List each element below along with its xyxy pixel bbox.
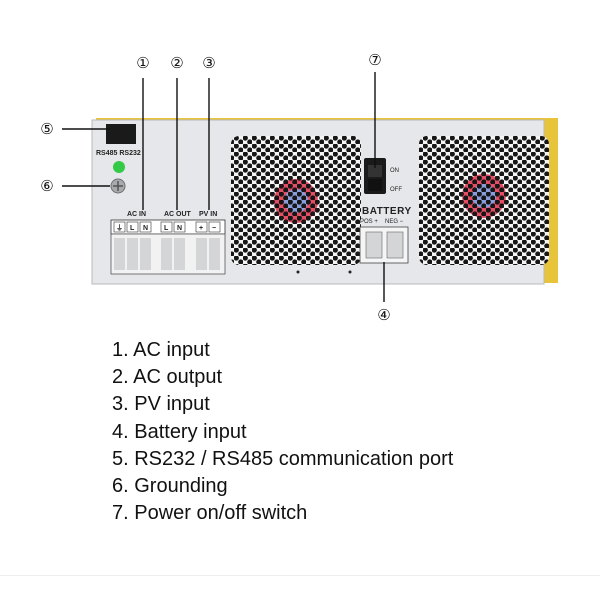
callout-4: ④	[377, 306, 390, 324]
power-switch	[364, 158, 386, 194]
callout-5: ⑤	[40, 120, 53, 138]
panel-dot	[348, 270, 352, 274]
battery-connector	[359, 226, 409, 264]
cooling-fan-left	[231, 136, 361, 265]
component-legend: 1. AC input 2. AC output 3. PV input 4. …	[112, 337, 453, 527]
battery-neg-label: NEG −	[385, 219, 404, 225]
comm-port-label: RS485 RS232	[96, 150, 141, 157]
terminal-ground-symbol: ⏚	[116, 224, 123, 232]
pv-in-label: PV IN	[199, 211, 217, 218]
terminal-pv-minus: −	[212, 225, 216, 232]
legend-item-battery-input: 4. Battery input	[112, 420, 247, 443]
terminal-ac-out-l: L	[164, 225, 169, 232]
legend-item-pv-input: 3. PV input	[112, 393, 210, 416]
callout-1: ①	[136, 54, 149, 72]
cooling-fan-right	[419, 136, 549, 265]
legend-item-grounding: 6. Grounding	[112, 475, 228, 498]
callout-2: ②	[170, 54, 183, 72]
status-led	[113, 161, 125, 173]
terminal-pv-plus: +	[199, 225, 203, 232]
legend-item-ac-output: 2. AC output	[112, 366, 223, 389]
battery-label: BATTERY	[362, 206, 412, 217]
grounding-screw	[110, 178, 126, 194]
terminal-ac-in-n: N	[143, 225, 148, 232]
callout-7: ⑦	[368, 51, 381, 69]
callout-6: ⑥	[40, 177, 53, 195]
terminal-block	[110, 219, 226, 275]
ac-out-label: AC OUT	[164, 211, 192, 218]
legend-item-comm-port: 5. RS232 / RS485 communication port	[112, 447, 454, 470]
switch-on-label: ON	[390, 168, 399, 174]
comm-port	[106, 124, 136, 144]
ac-in-label: AC IN	[127, 211, 146, 218]
legend-item-ac-input: 1. AC input	[112, 339, 210, 361]
terminal-ac-in-l: L	[130, 225, 135, 232]
callout-3: ③	[202, 54, 215, 72]
battery-pos-label: POS +	[360, 219, 378, 225]
panel-dot	[296, 270, 300, 274]
legend-item-power-switch: 7. Power on/off switch	[112, 502, 308, 525]
switch-off-label: OFF	[390, 187, 402, 193]
terminal-ac-out-n: N	[177, 225, 182, 232]
bottom-divider	[0, 575, 600, 576]
inverter-rear-panel-diagram: RS485 RS232 AC IN AC OUT PV IN ⏚ L N L N…	[40, 51, 558, 324]
